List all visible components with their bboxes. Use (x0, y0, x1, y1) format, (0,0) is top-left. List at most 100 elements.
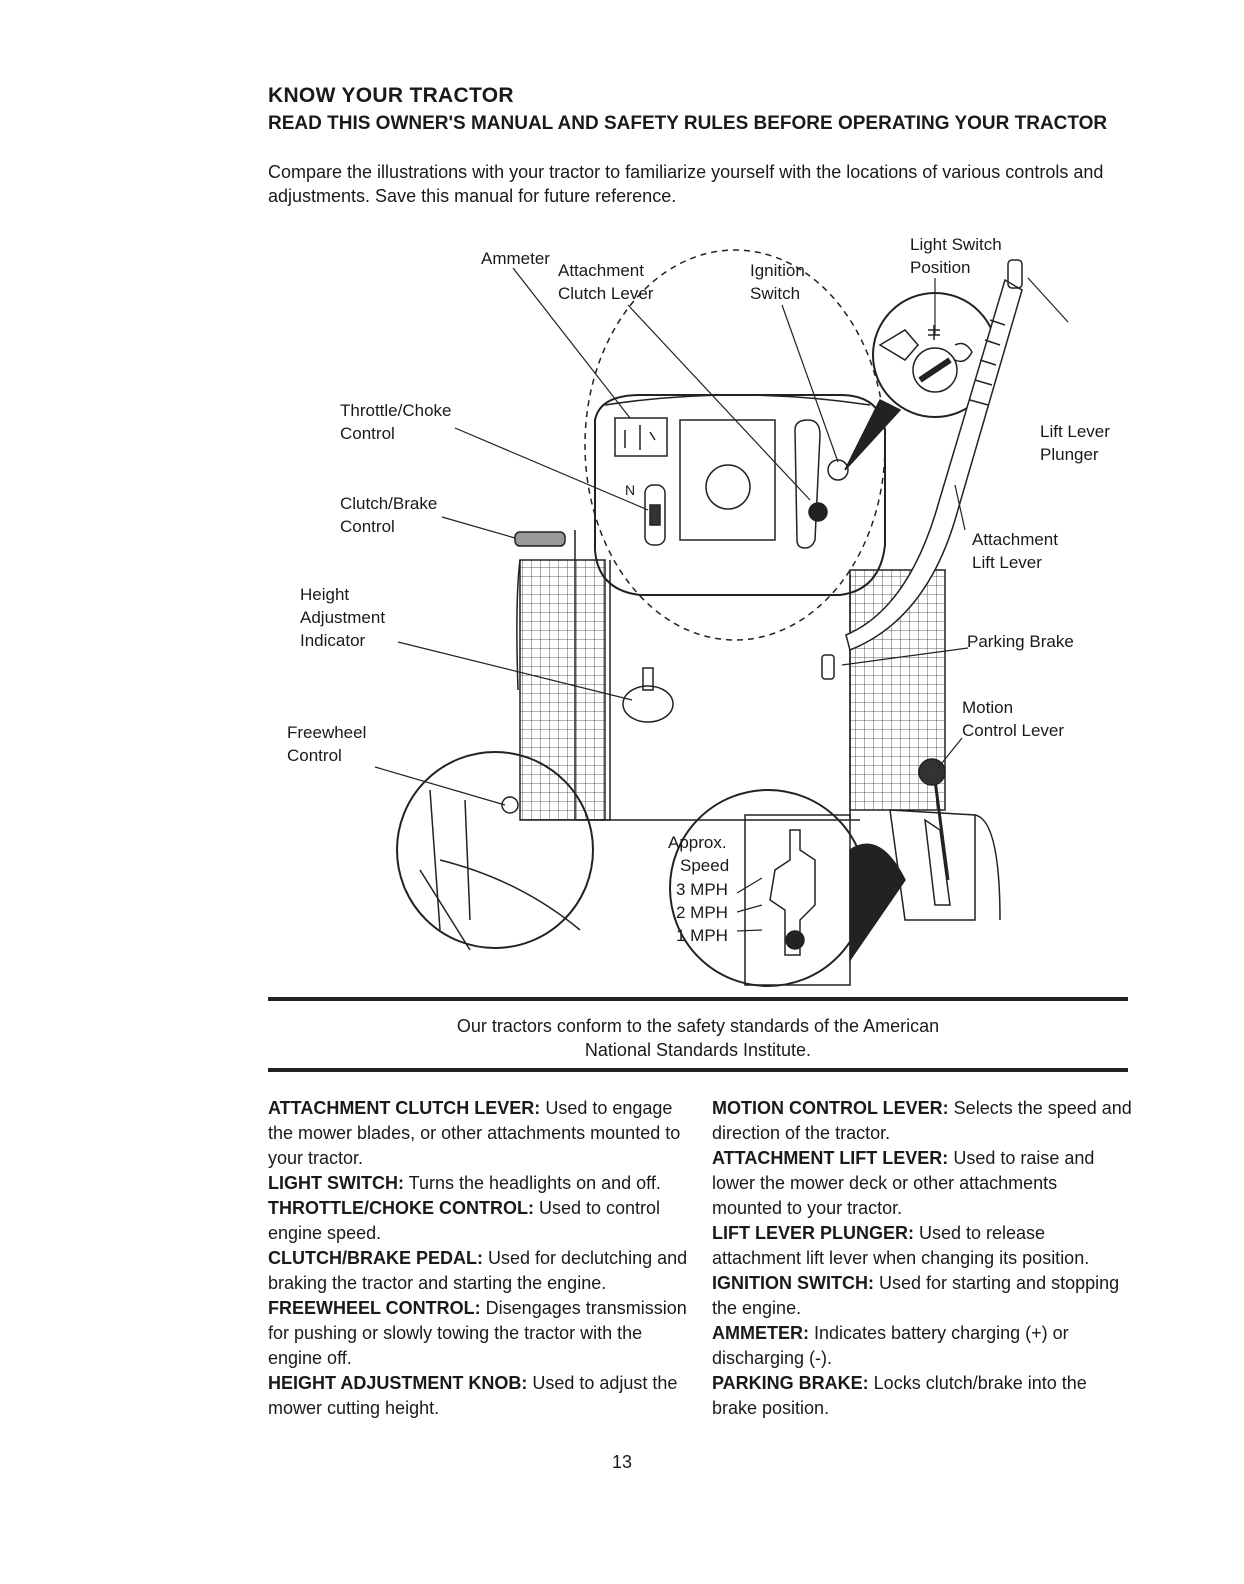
definition-term: PARKING BRAKE: (712, 1373, 869, 1393)
attachment-clutch-label-1: Attachment (558, 261, 644, 280)
safety-note-line2: National Standards Institute. (584, 1040, 812, 1060)
definition-term: LIFT LEVER PLUNGER: (712, 1223, 914, 1243)
definition-text: Used to control engine speed. (268, 1198, 661, 1243)
center-panel (679, 419, 776, 541)
definition-term: THROTTLE/CHOKE CONTROL: (268, 1198, 534, 1218)
motion-label-1: Motion (962, 698, 1013, 717)
safety-note: Our tractors conform to the safety stand… (268, 1014, 1128, 1062)
definition-item: ATTACHMENT LIFT LEVER: Used to raise and… (712, 1146, 1132, 1221)
speed-label-1: Approx. (668, 833, 727, 852)
speed-label-1mph: 1 MPH (676, 926, 728, 945)
definition-item: IGNITION SWITCH: Used for starting and s… (712, 1271, 1132, 1321)
definition-text: Used to engage the mower blades, or othe… (268, 1098, 681, 1168)
definition-item: CLUTCH/BRAKE PEDAL: Used for declutching… (268, 1246, 688, 1296)
parking-brake-label: Parking Brake (967, 632, 1074, 651)
definition-term: FREEWHEEL CONTROL: (268, 1298, 481, 1318)
definition-item: MOTION CONTROL LEVER: Selects the speed … (712, 1096, 1132, 1146)
page-number: 13 (611, 1452, 633, 1472)
definition-text: Selects the speed and direction of the t… (712, 1098, 1132, 1143)
safety-note-line1: Our tractors conform to the safety stand… (456, 1016, 940, 1036)
clutch-brake-label-1: Clutch/Brake (340, 494, 437, 513)
speed-label-2mph: 2 MPH (676, 903, 728, 922)
leader-lines (374, 267, 1069, 932)
ignition-label-1: Ignition (750, 261, 805, 280)
definition-text: Used for declutching and braking the tra… (268, 1248, 688, 1293)
ammeter-gauge (614, 417, 668, 457)
definition-text: Used for starting and stopping the engin… (712, 1273, 1120, 1318)
definition-item: ATTACHMENT CLUTCH LEVER: Used to engage … (268, 1096, 688, 1171)
motion-label-2: Control Lever (962, 721, 1064, 740)
center-gauge (705, 464, 751, 510)
definition-term: CLUTCH/BRAKE PEDAL: (268, 1248, 483, 1268)
attachment-clutch-knob (808, 502, 828, 522)
definition-item: LIGHT SWITCH: Turns the headlights on an… (268, 1171, 688, 1196)
light-switch-label-2: Position (910, 258, 970, 277)
motion-control-lever (933, 779, 950, 881)
ammeter-label: Ammeter (481, 249, 550, 268)
top-rule (268, 997, 1128, 1001)
ignition-label-2: Switch (750, 284, 800, 303)
dash-highlight-outline (584, 249, 886, 641)
clutch-brake-pedal (514, 531, 566, 547)
freewheel-label-2: Control (287, 746, 342, 765)
ignition-key-dial (912, 347, 958, 393)
dashboard-panel (594, 394, 886, 596)
neutral-mark: N (625, 482, 635, 498)
ignition-small (827, 459, 849, 481)
motion-control-plate (889, 809, 976, 921)
definition-text: Used to adjust the mower cutting height. (268, 1373, 678, 1418)
motion-control-knob (918, 758, 946, 786)
definition-term: MOTION CONTROL LEVER: (712, 1098, 949, 1118)
throttle-label-1: Throttle/Choke (340, 401, 452, 420)
definition-term: IGNITION SWITCH: (712, 1273, 874, 1293)
intro-paragraph: Compare the illustrations with your trac… (268, 162, 1104, 206)
stop-icon (878, 329, 919, 361)
definition-term: LIGHT SWITCH: (268, 1173, 404, 1193)
run-icon (954, 342, 973, 363)
right-definitions: MOTION CONTROL LEVER: Selects the speed … (712, 1096, 1132, 1421)
page-heading: KNOW YOUR TRACTOR (268, 84, 514, 107)
lift-lever-plunger (1007, 259, 1023, 289)
height-adjustment-knob (622, 685, 674, 723)
definition-term: ATTACHMENT CLUTCH LEVER: (268, 1098, 541, 1118)
definition-item: LIFT LEVER PLUNGER: Used to release atta… (712, 1221, 1132, 1271)
definition-text: Used to raise and lower the mower deck o… (712, 1148, 1095, 1218)
left-definitions: ATTACHMENT CLUTCH LEVER: Used to engage … (268, 1096, 688, 1421)
definition-text: Indicates battery charging (+) or discha… (712, 1323, 1069, 1368)
attachment-clutch-slot (794, 419, 821, 549)
attachment-lift-label-1: Attachment (972, 530, 1058, 549)
throttle-slot (644, 484, 666, 546)
attachment-clutch-label-2: Clutch Lever (558, 284, 654, 303)
speed-label-3mph: 3 MPH (676, 880, 728, 899)
definition-term: HEIGHT ADJUSTMENT KNOB: (268, 1373, 528, 1393)
attachment-lift-label-2: Lift Lever (972, 553, 1042, 572)
definition-text: Used to release attachment lift lever wh… (712, 1223, 1090, 1268)
height-label-1: Height (300, 585, 349, 604)
tractor-controls-diagram: Light Switch Position Attachment Clutch … (287, 235, 1110, 987)
definition-item: THROTTLE/CHOKE CONTROL: Used to control … (268, 1196, 688, 1246)
lift-plunger-label-2: Plunger (1040, 445, 1099, 464)
clutch-brake-label-2: Control (340, 517, 395, 536)
height-label-2: Adjustment (300, 608, 385, 627)
definition-text: Turns the headlights on and off. (403, 1173, 661, 1193)
definition-text: Locks clutch/brake into the brake positi… (712, 1373, 1087, 1418)
definition-item: AMMETER: Indicates battery charging (+) … (712, 1321, 1132, 1371)
attachment-lift-lever (845, 278, 1023, 652)
height-label-3: Indicator (300, 631, 366, 650)
definition-term: ATTACHMENT LIFT LEVER: (712, 1148, 949, 1168)
throttle-label-2: Control (340, 424, 395, 443)
definition-item: PARKING BRAKE: Locks clutch/brake into t… (712, 1371, 1132, 1421)
parking-brake-knob (821, 654, 835, 680)
bottom-rule (268, 1068, 1128, 1072)
lift-plunger-label-1: Lift Lever (1040, 422, 1110, 441)
definition-item: FREEWHEEL CONTROL: Disengages transmissi… (268, 1296, 688, 1371)
freewheel-label-1: Freewheel (287, 723, 366, 742)
definition-text: Disengages transmission for pushing or s… (268, 1298, 687, 1368)
light-switch-label-1: Light Switch (910, 235, 1002, 254)
freewheel-detail-circle (396, 751, 594, 949)
definition-term: AMMETER: (712, 1323, 809, 1343)
speed-label-2: Speed (680, 856, 729, 875)
definition-item: HEIGHT ADJUSTMENT KNOB: Used to adjust t… (268, 1371, 688, 1421)
page-subheading: READ THIS OWNER'S MANUAL AND SAFETY RULE… (268, 113, 1108, 134)
